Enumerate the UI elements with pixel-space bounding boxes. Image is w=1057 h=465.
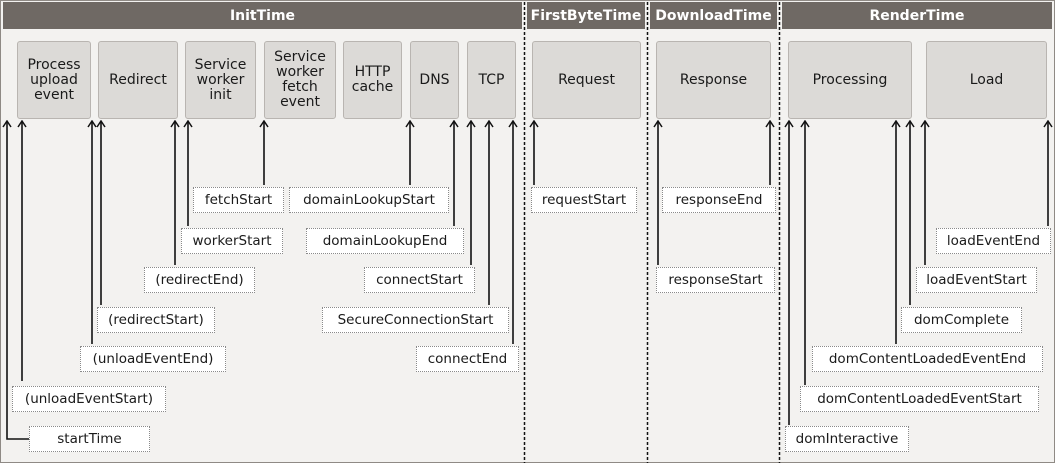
phase-header-download-time: DownloadTime — [650, 2, 777, 29]
phase-header-render-time: RenderTime — [782, 2, 1052, 29]
event-response-end: responseEnd — [662, 187, 776, 213]
event-secure-connection-start: SecureConnectionStart — [322, 307, 509, 333]
event-dom-complete: domComplete — [901, 307, 1022, 333]
stage-dns: DNS — [410, 41, 459, 119]
start-time-connector — [7, 121, 29, 440]
event-dom-content-loaded-event-end: domContentLoadedEventEnd — [812, 346, 1043, 372]
stage-tcp: TCP — [467, 41, 516, 119]
event-worker-start: workerStart — [181, 228, 283, 254]
event-redirect-start: (redirectStart) — [97, 307, 215, 333]
stage-redirect: Redirect — [98, 41, 178, 119]
phase-header-first-byte-time: FirstByteTime — [527, 2, 645, 29]
event-load-event-start: loadEventStart — [916, 267, 1037, 293]
event-start-time: startTime — [29, 426, 150, 452]
stage-response: Response — [656, 41, 771, 119]
event-redirect-end: (redirectEnd) — [144, 267, 255, 293]
stage-service-worker-fetch-event: Service worker fetch event — [264, 41, 336, 119]
event-fetch-start: fetchStart — [193, 187, 284, 213]
stage-load: Load — [926, 41, 1047, 119]
event-unload-event-start: (unloadEventStart) — [12, 386, 166, 412]
stage-http-cache: HTTP cache — [343, 41, 402, 119]
event-domain-lookup-end: domainLookupEnd — [306, 228, 464, 254]
event-load-event-end: loadEventEnd — [936, 228, 1051, 254]
event-response-start: responseStart — [656, 267, 775, 293]
event-dom-interactive: domInteractive — [785, 426, 909, 452]
stage-processing: Processing — [788, 41, 912, 119]
event-connect-end: connectEnd — [416, 346, 519, 372]
event-unload-event-end: (unloadEventEnd) — [80, 346, 226, 372]
stage-service-worker-init: Service worker init — [185, 41, 256, 119]
stage-request: Request — [532, 41, 641, 119]
event-domain-lookup-start: domainLookupStart — [289, 187, 449, 213]
event-request-start: requestStart — [531, 187, 637, 213]
event-dom-content-loaded-event-start: domContentLoadedEventStart — [800, 386, 1039, 412]
phase-header-init-time: InitTime — [3, 2, 522, 29]
event-connect-start: connectStart — [364, 267, 475, 293]
stage-process-upload-event: Process upload event — [17, 41, 91, 119]
